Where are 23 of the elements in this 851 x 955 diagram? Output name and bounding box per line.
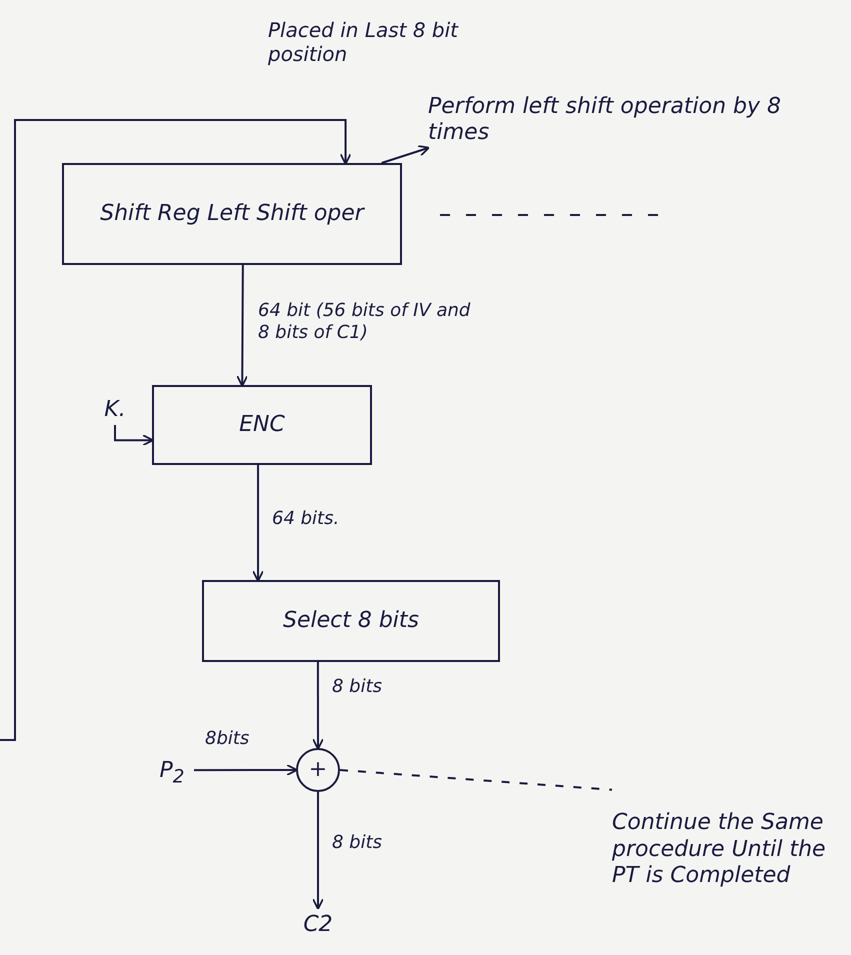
node-label: ENC — [239, 412, 285, 438]
arrow — [252, 465, 264, 582]
arrow — [114, 425, 154, 446]
annotation-text: P$_{2}$ — [150, 755, 194, 791]
arrow — [194, 764, 298, 776]
annotation-text: K. — [95, 395, 135, 425]
arrow — [0, 119, 352, 741]
process-box — [152, 385, 372, 465]
arrow — [381, 145, 430, 164]
process-box — [62, 163, 402, 265]
node-label: Select 8 bits — [282, 608, 420, 634]
annotation-text: Placed in Last 8 bit position — [268, 18, 460, 66]
arrow — [312, 792, 324, 910]
arrow — [312, 662, 324, 750]
annotation-text: Continue the Same procedure Until the PT is Completed — [612, 780, 848, 920]
node-label: Shift Reg Left Shift oper — [100, 200, 364, 228]
xor-circle — [296, 748, 340, 792]
node-label: + — [308, 756, 328, 784]
annotation-text: C2 — [290, 908, 346, 942]
dashed-connector — [340, 769, 612, 791]
annotation-text: Perform left shift operation by 8 times — [428, 92, 818, 148]
process-box — [202, 580, 500, 662]
arrow — [236, 265, 248, 387]
